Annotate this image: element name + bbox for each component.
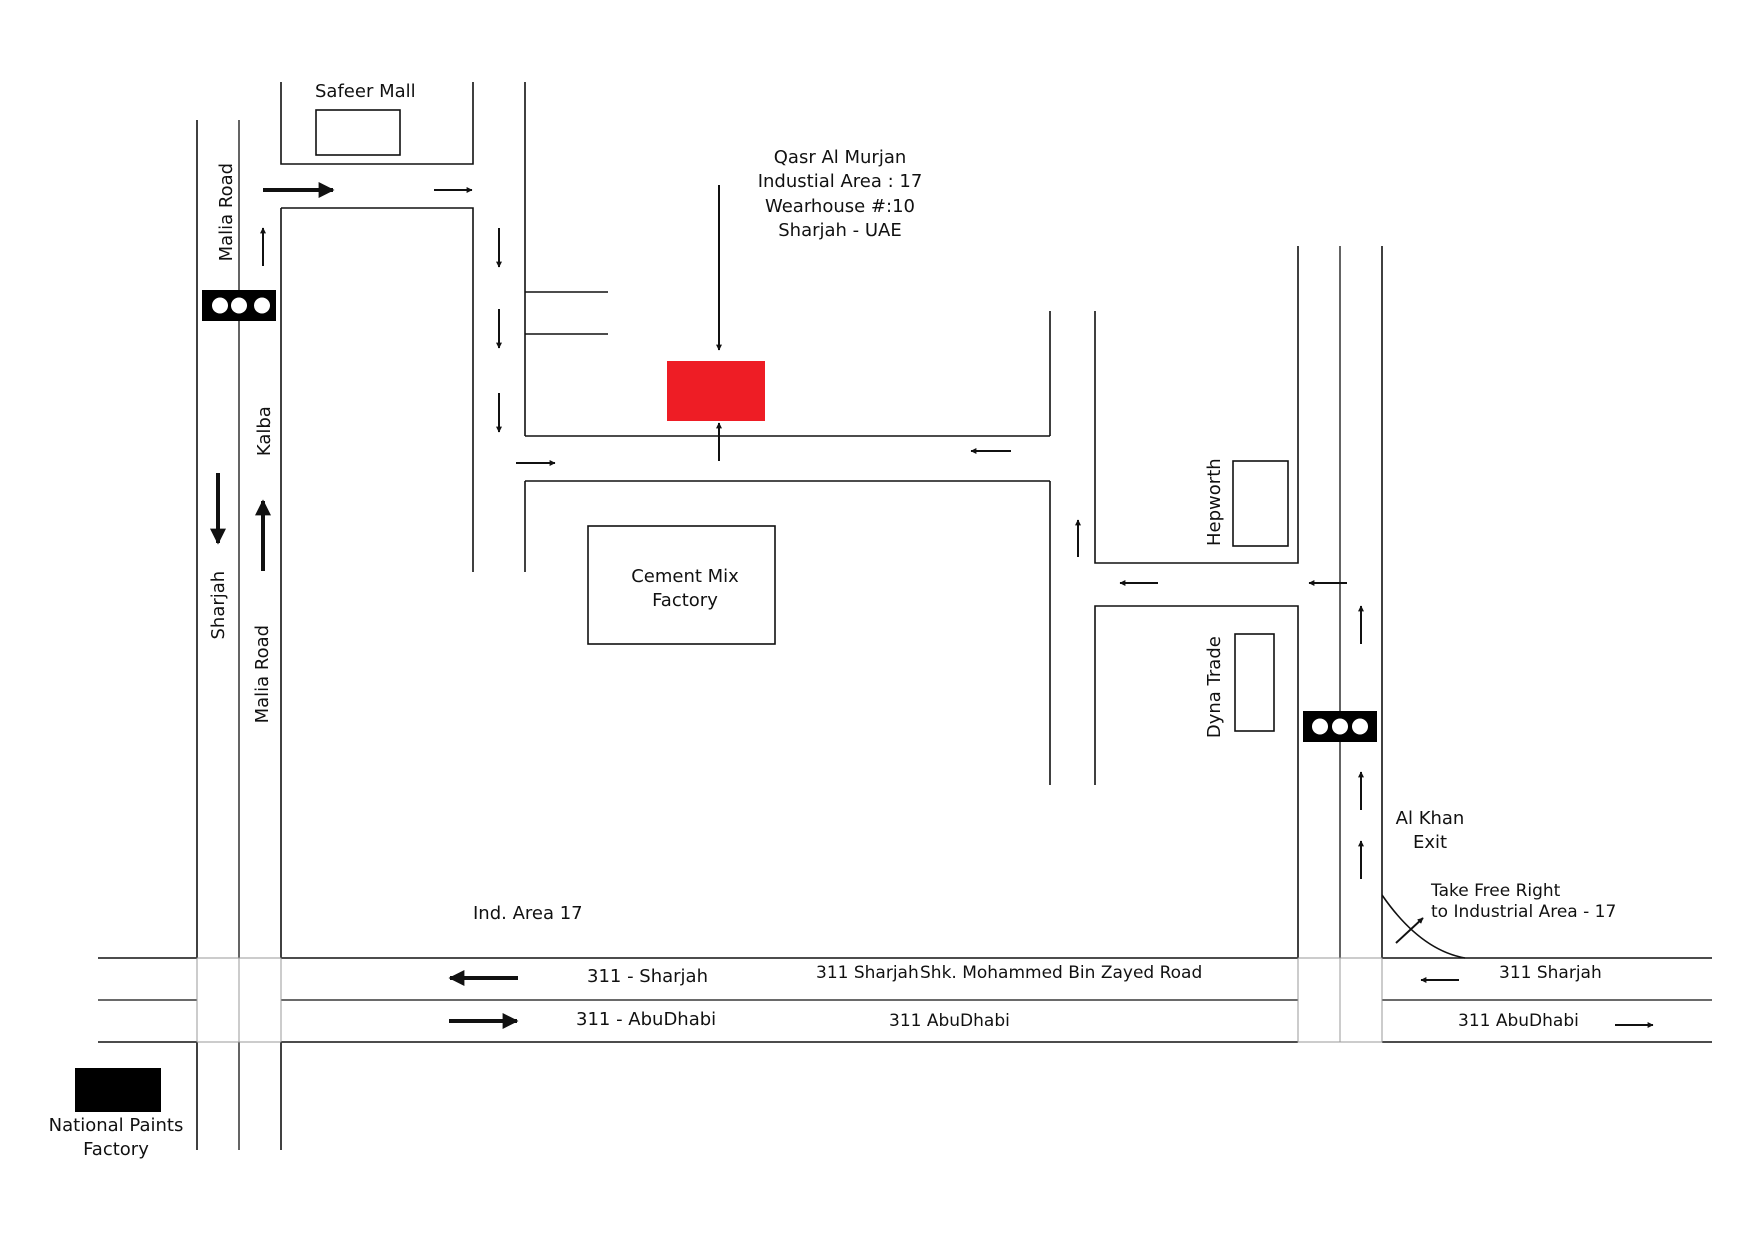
free-right-curve: [1381, 894, 1466, 959]
cement-mix-line-2: Factory: [652, 590, 718, 612]
traffic-light-icon: [202, 290, 276, 321]
direction-arrows: [210, 182, 1654, 1029]
road-network: [98, 82, 1712, 1150]
al-khan-line-1: Al Khan: [1395, 808, 1465, 829]
kalba-label: Kalba: [253, 406, 275, 457]
destination-name: Qasr Al Murjan: [773, 147, 907, 168]
upper-connector-road: [281, 207, 474, 572]
dyna-trade-building: [1234, 633, 1275, 732]
highway-abudhabi-label: 311 - AbuDhabi: [576, 1009, 717, 1030]
malia-road-label: Malia Road: [215, 162, 237, 262]
destination-address: Qasr Al Murjan Industial Area : 17 Wearh…: [758, 146, 923, 243]
safeer-mall-label: Safeer Mall: [315, 81, 416, 102]
al-khan-exit-label: Al Khan Exit: [1396, 807, 1465, 856]
hepworth-label: Hepworth: [1203, 458, 1225, 546]
dyna-trade-block: [1094, 605, 1299, 958]
highway-sharjah-label: 311 - Sharjah: [587, 966, 708, 987]
highway-abudhabi-label: 311 AbuDhabi: [889, 1011, 1010, 1031]
national-paints-factory-marker: [75, 1068, 161, 1112]
safeer-mall-block: [280, 82, 474, 165]
hepworth-building: [1232, 460, 1289, 547]
national-paints-line-1: National Paints: [48, 1115, 184, 1136]
highway-road-name: Shk. Mohammed Bin Zayed Road: [920, 963, 1203, 983]
highway-sharjah-label: 311 Sharjah: [1499, 963, 1602, 983]
al-khan-line-2: Exit: [1412, 832, 1448, 854]
free-right-line-2: to Industrial Area - 17: [1431, 902, 1617, 923]
cement-mix-factory-label: Cement Mix Factory: [631, 565, 739, 614]
cement-mix-factory-building: [587, 525, 776, 645]
highway-sharjah-label: 311 Sharjah: [816, 963, 919, 983]
ind-area-label: Ind. Area 17: [473, 903, 583, 924]
national-paints-line-2: Factory: [83, 1139, 149, 1161]
malia-road-label: Malia Road: [251, 624, 273, 724]
destination-marker[interactable]: [667, 361, 765, 421]
dyna-trade-label: Dyna Trade: [1203, 636, 1225, 739]
hepworth-block: [1094, 246, 1299, 564]
free-right-line-1: Take Free Right: [1431, 881, 1561, 901]
destination-city: Sharjah - UAE: [778, 219, 902, 241]
arrow-icon: [1395, 917, 1424, 944]
destination-area: Industial Area : 17: [757, 171, 923, 193]
destination-warehouse: Wearhouse #:10: [764, 195, 915, 217]
sharjah-road-label: Sharjah: [207, 570, 229, 640]
national-paints-factory-label: National Paints Factory: [49, 1114, 184, 1163]
safeer-mall-building: [315, 109, 401, 156]
cement-mix-line-1: Cement Mix: [631, 566, 739, 587]
free-right-instruction: Take Free Right to Industrial Area - 17: [1431, 881, 1616, 924]
traffic-light-icon: [1303, 711, 1377, 742]
highway-abudhabi-label: 311 AbuDhabi: [1458, 1011, 1579, 1031]
